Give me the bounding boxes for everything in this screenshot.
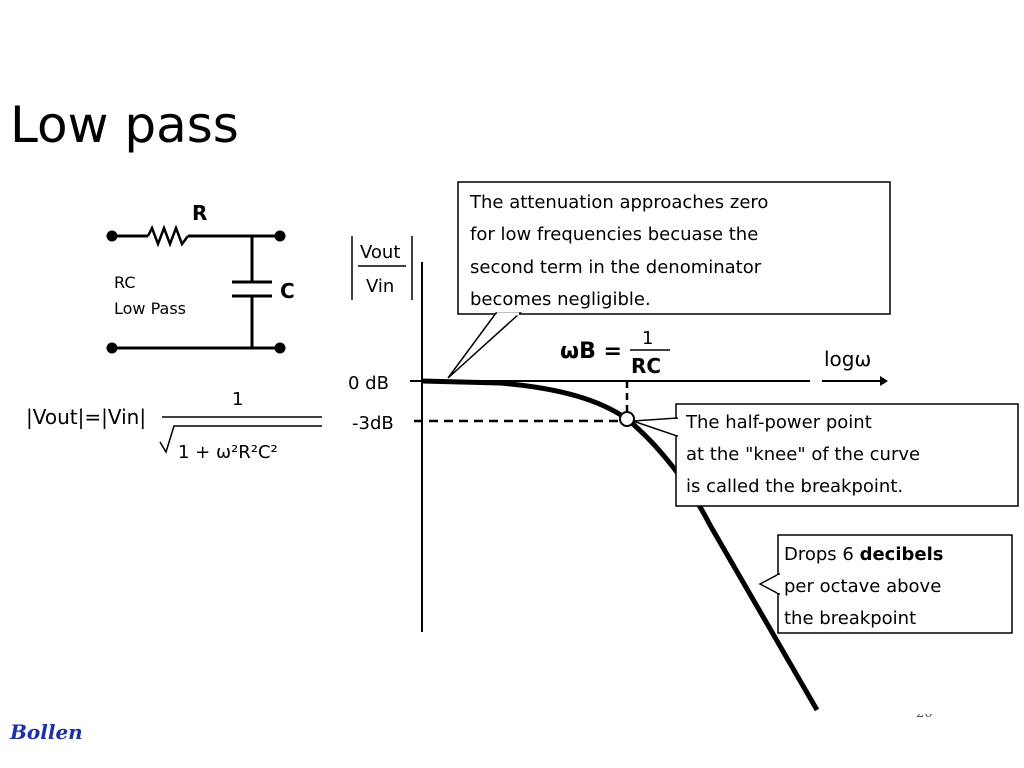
capacitor-label: C [280,279,295,303]
output-terminal-top [274,230,286,242]
resistor-label: R [192,201,207,225]
circuit-name-line1: RC [114,273,136,292]
resistor-symbol [146,224,189,248]
footer-author: Bollen [10,720,83,744]
output-terminal-bottom [274,342,286,354]
circuit-name-line2: Low Pass [114,299,186,318]
drops-line-3: the breakpoint [784,608,916,629]
tick-3db: -3dB [352,413,394,434]
attenuation-line-1: The attenuation approaches zero [469,192,768,213]
breakpoint-lhs: ωB = [560,339,622,364]
x-axis-arrowhead [880,376,888,386]
halfpower-line-2: at the "knee" of the curve [686,444,920,465]
page-number: 26 [916,706,933,721]
callout-halfpower: The half-power point at the "knee" of th… [632,403,1019,507]
formula-denominator: 1 + ω²R²C² [178,442,278,463]
attenuation-line-2: for low frequencies becuase the [470,224,758,245]
callout-attenuation: The attenuation approaches zero for low … [447,181,891,379]
attenuation-line-4: becomes negligible. [470,289,651,310]
rc-circuit [106,224,286,354]
breakpoint-marker [619,411,635,427]
drops-line-1: Drops 6 decibels [784,544,944,565]
halfpower-line-3: is called the breakpoint. [686,476,903,497]
tick-0db: 0 dB [348,373,389,394]
callout-drops: Drops 6 decibels per octave above the br… [758,534,1013,634]
drops-line-2: per octave above [784,576,941,597]
y-axis-label-vin: Vin [366,276,394,297]
breakpoint-denominator: RC [631,354,661,378]
formula-numerator: 1 [232,389,243,410]
attenuation-line-3: second term in the denominator [470,257,762,278]
formula-lhs: |Vout|=|Vin| [26,405,146,429]
formula-sqrt-sign [159,425,322,454]
halfpower-line-1: The half-power point [685,412,872,433]
y-axis-label-vout: Vout [360,242,400,263]
breakpoint-numerator: 1 [642,328,653,349]
x-axis-label: logω [824,347,871,371]
slide-title: Low pass [10,96,239,154]
